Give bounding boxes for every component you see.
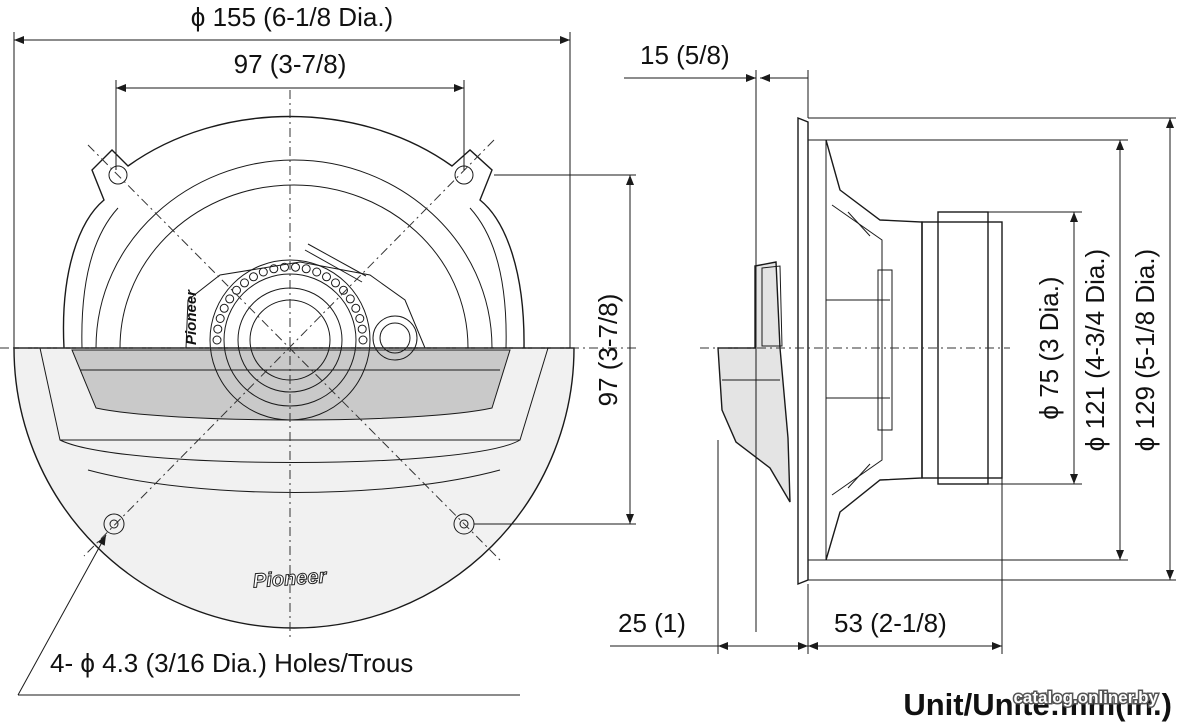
- bolt-dot: [331, 278, 340, 288]
- bolt-dot: [357, 324, 367, 334]
- unit-label: Unit/Unité:mm(in.): [903, 687, 1172, 722]
- bolt-dot: [351, 303, 361, 313]
- hole-spacing-horizontal-label: 97 (3-7/8): [234, 49, 347, 79]
- bolt-dot: [213, 324, 223, 334]
- front-view: Pioneer Pioneer ϕ 155 (6-1/8 Dia.): [0, 2, 640, 696]
- mounting-depth-label: 53 (2-1/8): [834, 608, 947, 638]
- watermark: catalog.onliner.by: [1012, 687, 1160, 709]
- cutout-diameter-label: ϕ 121 (4-3/4 Dia.): [1080, 249, 1110, 451]
- bolt-dot: [225, 294, 235, 304]
- bolt-dot: [339, 285, 348, 295]
- bolt-dot: [355, 314, 365, 323]
- svg-text:catalog.onliner.by: catalog.onliner.by: [1013, 688, 1158, 707]
- frame-outline: [62, 115, 525, 349]
- frame-diameter-label: ϕ 129 (5-1/8 Dia.): [1130, 249, 1160, 451]
- front-protrusion-label: 25 (1): [618, 608, 686, 638]
- bolt-dot: [345, 294, 355, 304]
- side-flange: [797, 116, 809, 586]
- bolt-dot: [219, 303, 229, 313]
- grille-outline: [13, 347, 575, 629]
- bolt-dot: [212, 335, 222, 345]
- side-magnet: [921, 221, 1003, 479]
- magnet-diameter-label: ϕ 75 (3 Dia.): [1034, 276, 1064, 419]
- bolt-dot: [291, 262, 300, 272]
- side-grille: [717, 261, 791, 503]
- bolt-dot: [280, 262, 289, 272]
- bolt-dot: [301, 264, 311, 274]
- mounting-hole-bottom-left: [103, 513, 125, 535]
- bolt-dot: [215, 314, 225, 323]
- flange-depth-label: 15 (5/8): [640, 40, 730, 70]
- tweeter-bridge: [185, 261, 426, 349]
- bolt-dot: [322, 272, 331, 282]
- grille-window: [71, 349, 511, 421]
- holes-note-label: 4- ϕ 4.3 (3/16 Dia.) Holes/Trous: [50, 648, 413, 678]
- holes-leader-line: [17, 534, 107, 696]
- bolt-dot: [312, 267, 322, 277]
- outer-diameter-label: ϕ 155 (6-1/8 Dia.): [191, 2, 393, 32]
- bolt-dot: [249, 272, 258, 282]
- bolt-dot: [258, 267, 268, 277]
- bolt-dot: [269, 264, 279, 274]
- bolt-ring: [212, 262, 368, 345]
- bolt-dot: [232, 285, 241, 295]
- hole-spacing-vertical-label: 97 (3-7/8): [593, 294, 623, 407]
- bolt-dot: [358, 335, 368, 345]
- mounting-hole-top-left: [108, 165, 128, 185]
- bolt-dot: [240, 278, 249, 288]
- side-view: 15 (5/8) 25 (1) 53 (2-1/8) ϕ 75 (3 Dia.)…: [610, 40, 1176, 654]
- side-basket: [825, 139, 923, 561]
- tweeter-brand-mark: Pioneer: [183, 289, 200, 345]
